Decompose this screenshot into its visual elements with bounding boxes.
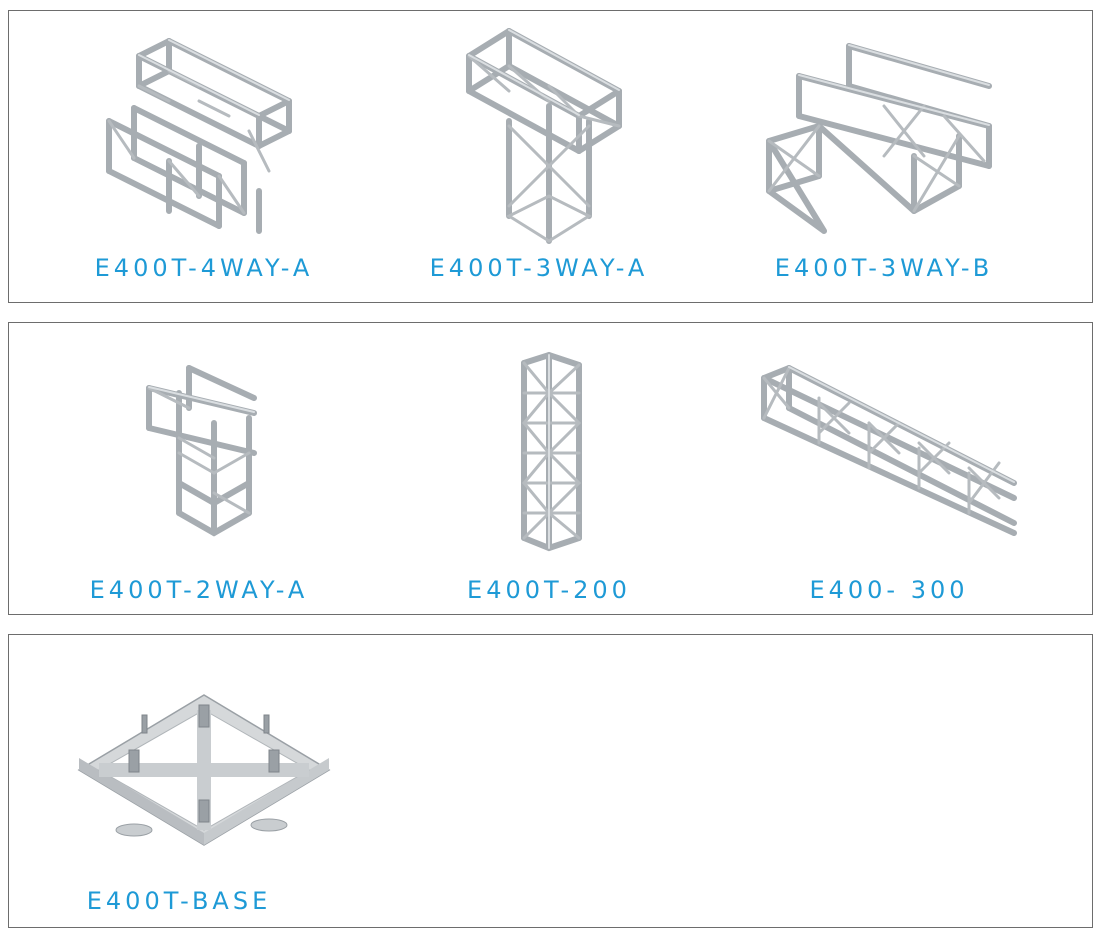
product-label-3way-b: E400T-3WAY-B — [774, 254, 994, 282]
product-panel-3: E400T-BASE — [8, 634, 1093, 928]
product-label-3way-a: E400T-3WAY-A — [429, 254, 649, 282]
truss-4way-illustration — [106, 38, 292, 234]
product-label-4way: E400T-4WAY-A — [94, 254, 314, 282]
product-image-2way — [144, 363, 264, 538]
truss-2way-illustration — [146, 365, 257, 537]
product-panel-2: E400T-2WAY-A E400T-200 E400- 300 — [8, 322, 1093, 615]
truss-3way-b-illustration — [766, 43, 992, 234]
product-panel-1: E400T-4WAY-A E400T-3WAY-A E400T-3WAY-B — [8, 10, 1093, 303]
product-label-300: E400- 300 — [809, 576, 969, 604]
truss-300-illustration — [761, 365, 1017, 536]
product-label-200: E400T-200 — [467, 576, 631, 604]
product-image-3way-b — [764, 36, 994, 236]
truss-3way-a-illustration — [466, 28, 622, 244]
product-image-200 — [514, 351, 594, 553]
product-label-2way: E400T-2WAY-A — [89, 576, 309, 604]
product-label-base: E400T-BASE — [86, 887, 272, 915]
truss-base-illustration — [77, 694, 331, 846]
product-image-base — [74, 690, 339, 850]
product-image-3way-a — [449, 26, 639, 246]
product-image-300 — [759, 363, 1024, 548]
truss-200-illustration — [521, 351, 582, 552]
product-image-4way — [99, 31, 299, 234]
